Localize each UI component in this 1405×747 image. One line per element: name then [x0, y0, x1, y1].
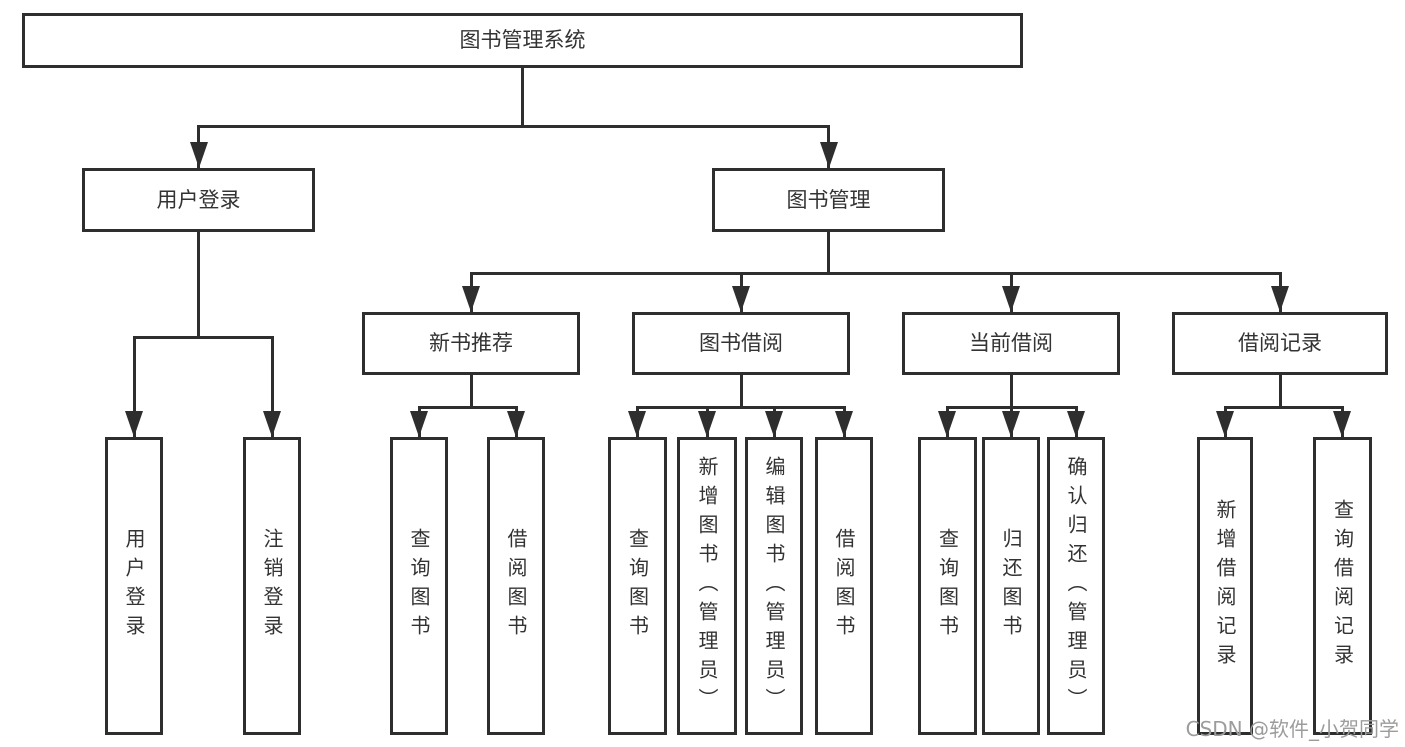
arrow-down-icon — [1216, 411, 1234, 437]
connector-stem — [132, 336, 136, 437]
csdn-watermark: CSDN @软件_小贺同学 — [1185, 717, 1399, 741]
node-label: 图书管理 — [786, 187, 871, 212]
arrow-down-icon — [462, 286, 480, 312]
arrow-down-icon — [1271, 286, 1289, 312]
node-label: 编辑图书（管理员） — [762, 455, 786, 717]
node-label: 查询图书 — [935, 528, 960, 644]
node-label: 借阅图书 — [504, 528, 528, 644]
connector-v — [1278, 375, 1282, 409]
connector-bus — [469, 272, 1282, 275]
node-user-login: 用户登录 — [82, 168, 315, 232]
connector-bus — [417, 406, 518, 409]
connector-bus — [635, 406, 846, 409]
arrow-down-icon — [698, 411, 716, 437]
leaf-return-books: 归还图书 — [982, 437, 1040, 735]
arrow-down-icon — [507, 411, 525, 437]
connector-v — [197, 232, 200, 339]
connector-v — [827, 232, 830, 275]
node-label: 用户登录 — [156, 187, 241, 212]
connector-bus — [132, 336, 274, 339]
node-new-book-recommend: 新书推荐 — [362, 312, 580, 375]
node-label: 查询图书 — [407, 528, 431, 644]
leaf-query-books-current: 查询图书 — [918, 437, 977, 735]
connector-stem — [270, 336, 274, 437]
arrow-down-icon — [125, 411, 143, 437]
leaf-logout-login: 注销登录 — [243, 437, 301, 735]
arrow-down-icon — [835, 411, 853, 437]
leaf-add-borrow-record: 新增借阅记录 — [1197, 437, 1253, 735]
node-borrow-records: 借阅记录 — [1172, 312, 1388, 375]
connector-bus — [1223, 406, 1344, 409]
node-label: 新书推荐 — [429, 331, 513, 355]
node-label: 确认归还（管理员） — [1064, 455, 1088, 717]
node-label: 图书借阅 — [699, 331, 783, 355]
node-label: 查询借阅记录 — [1330, 499, 1355, 673]
node-current-borrowing: 当前借阅 — [902, 312, 1120, 375]
arrow-down-icon — [190, 142, 208, 168]
leaf-borrow-books-borrowing: 借阅图书 — [815, 437, 873, 735]
arrow-down-icon — [938, 411, 956, 437]
connector-v — [520, 68, 524, 128]
node-label: 图书管理系统 — [459, 28, 586, 52]
arrow-down-icon — [1002, 286, 1020, 312]
node-library-management-system: 图书管理系统 — [22, 13, 1023, 68]
arrow-down-icon — [410, 411, 428, 437]
node-label: 注销登录 — [260, 528, 284, 644]
node-label: 查询图书 — [625, 528, 650, 644]
node-book-borrowing: 图书借阅 — [632, 312, 850, 375]
node-label: 归还图书 — [999, 528, 1023, 644]
node-label: 当前借阅 — [969, 331, 1053, 355]
connector-bus — [197, 125, 830, 128]
leaf-add-books-admin: 新增图书（管理员） — [677, 437, 737, 735]
arrow-down-icon — [628, 411, 646, 437]
leaf-user-login: 用户登录 — [105, 437, 163, 735]
arrow-down-icon — [732, 286, 750, 312]
node-book-management: 图书管理 — [712, 168, 945, 232]
leaf-borrow-books-new-book-rec: 借阅图书 — [487, 437, 545, 735]
leaf-confirm-return-admin: 确认归还（管理员） — [1047, 437, 1105, 735]
connector-v — [1009, 375, 1013, 409]
leaf-query-books-borrowing: 查询图书 — [608, 437, 667, 735]
connector-v — [469, 375, 473, 409]
arrow-down-icon — [1067, 411, 1085, 437]
arrow-down-icon — [263, 411, 281, 437]
node-label: 新增图书（管理员） — [695, 455, 719, 717]
arrow-down-icon — [765, 411, 783, 437]
node-label: 借阅记录 — [1238, 331, 1322, 355]
node-label: 用户登录 — [122, 528, 146, 644]
leaf-edit-books-admin: 编辑图书（管理员） — [745, 437, 803, 735]
connector-v — [739, 375, 743, 409]
leaf-query-borrow-record: 查询借阅记录 — [1313, 437, 1372, 735]
arrow-down-icon — [1002, 411, 1020, 437]
leaf-query-books-new-book-rec: 查询图书 — [390, 437, 448, 735]
arrow-down-icon — [1333, 411, 1351, 437]
node-label: 借阅图书 — [832, 528, 856, 644]
node-label: 新增借阅记录 — [1213, 499, 1237, 673]
arrow-down-icon — [820, 142, 838, 168]
